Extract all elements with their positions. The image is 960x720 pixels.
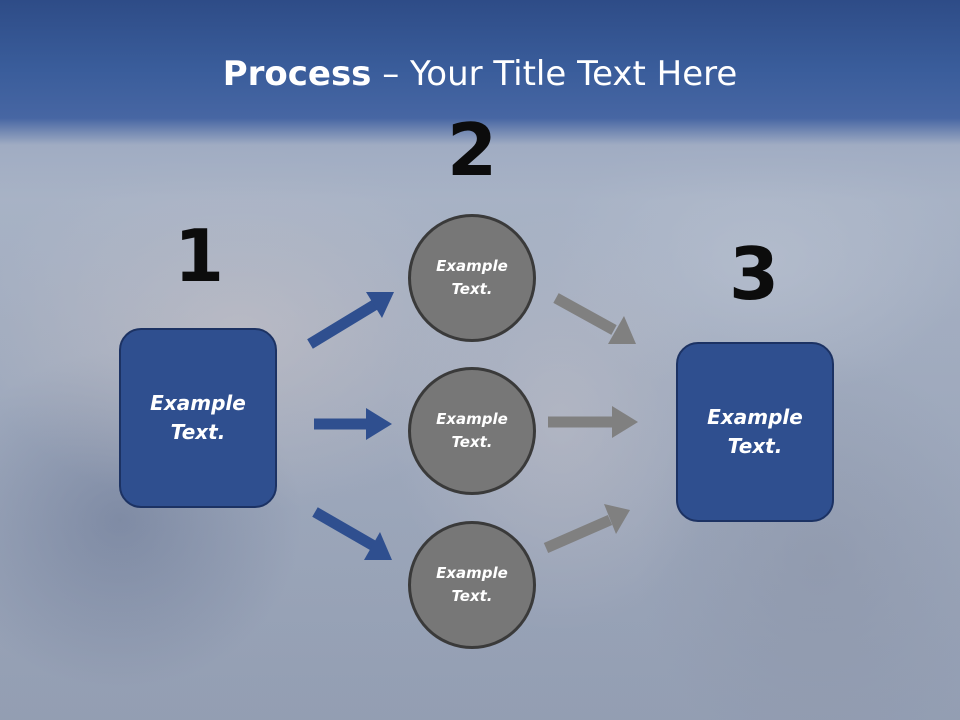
arrow-bottom-to-right	[543, 504, 630, 554]
step-number-2: 2	[446, 108, 498, 192]
arrow-top-to-right	[553, 293, 636, 344]
step-number-3: 3	[728, 232, 780, 316]
left-process-box[interactable]: Example Text.	[119, 328, 277, 508]
circle-middle-label: Example Text.	[436, 410, 508, 451]
step-number-1: 1	[173, 214, 225, 298]
arrow-left-to-bottom	[312, 507, 392, 560]
title-bold: Process	[222, 54, 372, 94]
arrow-left-to-top	[307, 292, 394, 349]
circle-bottom-label: Example Text.	[436, 564, 508, 605]
arrow-left-to-middle	[314, 408, 392, 440]
slide-title: Process – Your Title Text Here	[0, 52, 960, 96]
left-box-label: Example Text.	[150, 391, 246, 444]
circle-top-label: Example Text.	[436, 257, 508, 298]
circle-top[interactable]: Example Text.	[408, 214, 536, 342]
right-box-label: Example Text.	[707, 405, 803, 458]
title-rest: – Your Title Text Here	[371, 54, 738, 94]
circle-bottom[interactable]: Example Text.	[408, 521, 536, 649]
right-process-box[interactable]: Example Text.	[676, 342, 834, 522]
circle-middle[interactable]: Example Text.	[408, 367, 536, 495]
arrow-middle-to-right	[548, 406, 638, 438]
